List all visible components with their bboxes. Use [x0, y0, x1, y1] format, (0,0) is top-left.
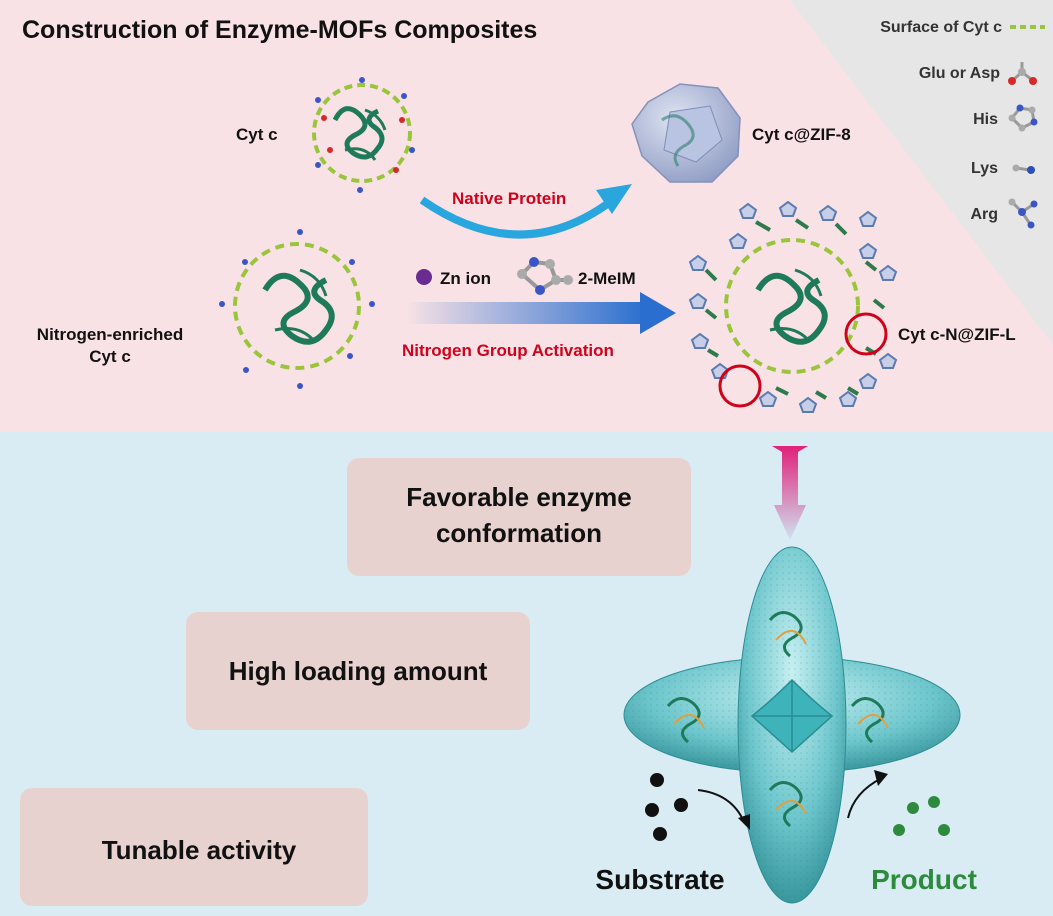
figure-title: Construction of Enzyme-MOFs Composites [22, 16, 537, 44]
lysine-icon [1012, 164, 1035, 174]
down-arrow [772, 446, 808, 540]
feature-box-conformation [347, 458, 691, 576]
feature-box-loading [186, 612, 530, 730]
legend-label-surface: Surface of Cyt c [880, 19, 1002, 36]
glu-asp-icon [1008, 62, 1037, 85]
arginine-icon [1008, 198, 1038, 229]
activation-arrowhead [640, 292, 676, 334]
highlight-circle-right [844, 312, 888, 356]
feature-loading: High loading amount [229, 656, 488, 686]
histidine-icon [1008, 104, 1038, 132]
native-protein-arrowhead [596, 184, 632, 214]
product-arrowhead [874, 770, 888, 786]
nitrogen-enriched-label-line1: Nitrogen-enriched [37, 325, 183, 344]
highlight-circle-left [718, 364, 762, 408]
cyt-c-label: Cyt c [236, 125, 278, 144]
nitrogen-enriched-cyt-c-protein [219, 229, 375, 389]
native-protein-arrow [419, 196, 613, 239]
activation-arrow-body [405, 302, 645, 324]
feature-activity: Tunable activity [102, 835, 297, 865]
zif-l-crystal [623, 546, 961, 904]
zif-l-composite [688, 200, 898, 413]
legend-label-arg: Arg [970, 206, 998, 223]
cyt-c-protein [312, 77, 415, 193]
cyt-c-n-zif-l-label: Cyt c-N@ZIF-L [898, 325, 1016, 344]
legend-label-his: His [973, 111, 998, 128]
substrate-arrowhead [738, 814, 750, 830]
zif8-crystal [631, 83, 741, 183]
legend: Surface of Cyt c Glu or Asp His Lys Arg [880, 19, 1045, 229]
substrate-label: Substrate [595, 864, 724, 895]
2-meim-icon [517, 257, 573, 295]
product-label: Product [871, 864, 977, 895]
feature-conformation-line1: Favorable enzyme [406, 482, 631, 512]
legend-label-glu-asp: Glu or Asp [919, 65, 1000, 82]
legend-background-box [830, 0, 1053, 330]
feature-conformation-line2: conformation [436, 518, 602, 548]
cyt-c-zif8-label: Cyt c@ZIF-8 [752, 125, 851, 144]
product-molecules [893, 796, 950, 836]
zn-ion-label: Zn ion [440, 269, 491, 288]
native-protein-label: Native Protein [452, 189, 566, 208]
2-meim-label: 2-MeIM [578, 269, 636, 288]
nitrogen-enriched-label-line2: Cyt c [89, 347, 131, 366]
feature-box-activity [20, 788, 368, 906]
zn-ion-icon [416, 269, 432, 285]
legend-label-lys: Lys [971, 160, 998, 177]
activation-label: Nitrogen Group Activation [402, 341, 614, 360]
substrate-molecules [645, 773, 688, 841]
